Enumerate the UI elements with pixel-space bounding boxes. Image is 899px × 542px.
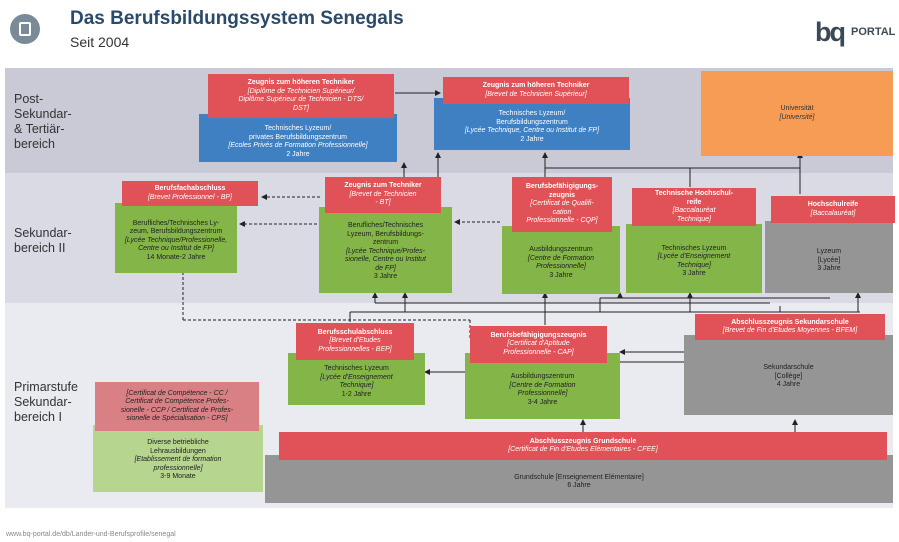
cert-bac: Hochschulreife[Baccalauréat] bbox=[771, 196, 895, 223]
band-label-sek2: Sekundar- bereich II bbox=[14, 226, 72, 255]
box-lyzeum-privat: Technisches Lyzeum/privates Berufsbildun… bbox=[199, 114, 397, 162]
cert-cap: Berufsbefähigigungszeugnis[Certificat d'… bbox=[470, 326, 607, 363]
box-grundschule: Grundschule [Enseignement Elémentaire]6 … bbox=[265, 455, 893, 503]
bq-portal-logo[interactable]: bq PORTAL bbox=[815, 15, 899, 49]
logo-text: PORTAL bbox=[851, 26, 896, 38]
page-subtitle: Seit 2004 bbox=[70, 34, 130, 50]
cert-dts: Zeugnis zum höheren Techniker[Diplôme de… bbox=[208, 74, 394, 118]
cert-bp: Berufsfachabschluss[Brevet Professionnel… bbox=[122, 181, 258, 206]
box-sekundarschule: Sekundarschule[Collège]4 Jahre bbox=[684, 335, 893, 415]
logo-mark: bq bbox=[815, 17, 846, 47]
band-label-prim: Primarstufe Sekundar- bereich I bbox=[14, 380, 78, 424]
cert-bts: Zeugnis zum höheren Techniker[Brevet de … bbox=[443, 77, 629, 104]
source-url[interactable]: www.bq-portal.de/db/Lander-und-Berufspro… bbox=[6, 531, 176, 538]
page-title: Das Berufsbildungssystem Senegals bbox=[70, 8, 404, 29]
cert-bt: Zeugnis zum Techniker[Brevet de Technici… bbox=[325, 177, 441, 213]
cert-cfee: Abschlusszeugnis Grundschule[Certificat … bbox=[279, 432, 887, 460]
box-lyzeum: Lyzeum[Lycée]3 Jahre bbox=[765, 221, 893, 293]
band-label-post: Post- Sekundar- & Tertiär- bereich bbox=[14, 92, 72, 151]
cert-cqp: Berufsbefähigigungs-zeugnis[Certificat d… bbox=[512, 177, 612, 232]
cert-cc-ccp-cps: [Certificat de Compétence - CC /Certific… bbox=[95, 382, 259, 431]
document-globe-icon bbox=[10, 14, 40, 44]
box-lyzeum-oeffentlich: Technisches Lyzeum/Berufsbildungszentrum… bbox=[434, 98, 630, 150]
box-universitaet: Universität[Université] bbox=[701, 71, 893, 156]
box-berufliches-lyzeum-bp: Berufliches/Technisches Ly-zeum, Berufsb… bbox=[115, 203, 237, 273]
cert-bfem: Abschlusszeugnis Sekundarschule[Brevet d… bbox=[695, 314, 885, 340]
